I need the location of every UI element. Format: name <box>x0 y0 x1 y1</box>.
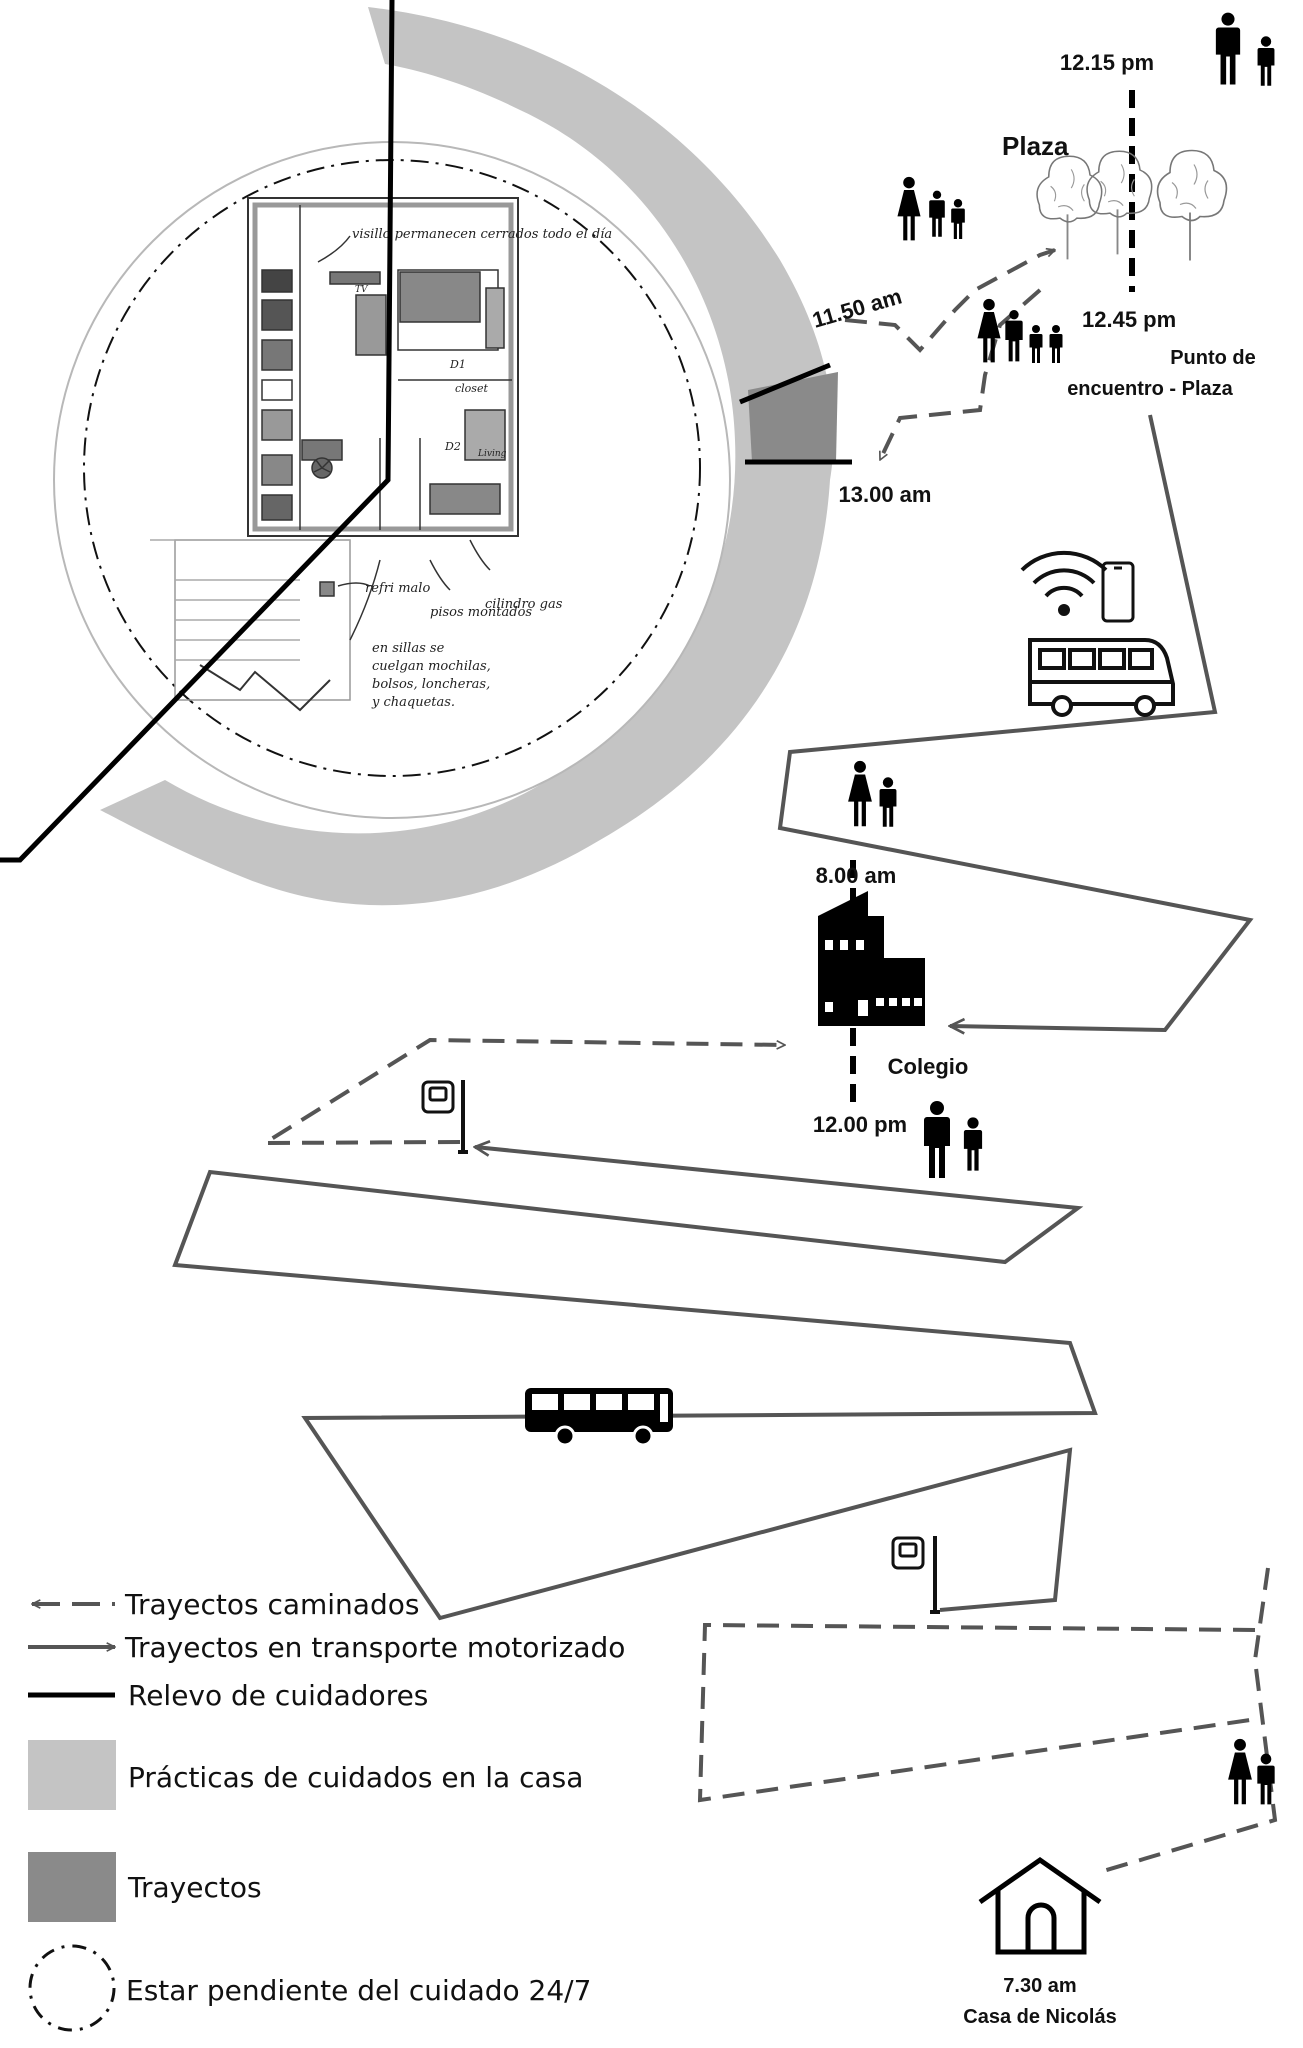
person-man-icon <box>924 1101 950 1178</box>
note-tv: TV <box>355 285 369 295</box>
time-poles <box>850 90 1135 1110</box>
person-man-icon <box>1215 12 1241 85</box>
legend-pendiente-label: Estar pendiente del cuidado 24/7 <box>126 1974 591 2007</box>
note-sillas-4: y chaquetas. <box>371 695 455 710</box>
time-1200: 12.00 pm <box>813 1112 907 1137</box>
person-man-icon <box>929 190 945 237</box>
walked-routes <box>257 250 1278 1874</box>
person-child-icon <box>1029 325 1043 363</box>
legend-walked-label: Trayectos caminados <box>124 1588 419 1621</box>
bus-icon <box>525 1388 673 1447</box>
person-child-icon <box>879 777 897 827</box>
person-child-icon <box>1049 325 1063 363</box>
label-plaza: Plaza <box>1002 131 1069 161</box>
legend-walked: Trayectos caminados <box>32 1588 419 1621</box>
person-child-icon <box>1257 1753 1275 1805</box>
legend-motor: Trayectos en transporte motorizado <box>28 1631 625 1664</box>
care-ring-light <box>100 7 834 906</box>
legend-trayectos: Trayectos <box>28 1852 262 1922</box>
diagram-labels: Plaza 12.15 pm 11.50 am 12.45 pm Punto d… <box>809 50 1255 2028</box>
note-cilindro: cilindro gas <box>485 597 563 612</box>
time-1300: 13.00 am <box>839 482 932 507</box>
note-refri: refri malo <box>365 581 430 596</box>
legend-pendiente: Estar pendiente del cuidado 24/7 <box>28 1944 591 2032</box>
relevo-lines <box>0 0 852 863</box>
legend-trayectos-label: Trayectos <box>127 1871 262 1904</box>
house-icon <box>978 1856 1102 1955</box>
bus-stop-icon <box>421 1080 468 1154</box>
label-punto-1: Punto de <box>1170 347 1256 369</box>
floor-plan-notes: visillo permanecen cerrados todo el día … <box>352 227 612 710</box>
note-sillas-3: bolsos, loncheras, <box>372 677 490 692</box>
person-woman-icon <box>977 298 1001 363</box>
note-visillo: visillo permanecen cerrados todo el día <box>352 227 612 242</box>
note-d1: D1 <box>449 358 466 371</box>
school-building-icon <box>818 891 925 1026</box>
phone-icon <box>1101 561 1135 623</box>
legend-relevo: Relevo de cuidadores <box>28 1679 428 1712</box>
time-800: 8.00 am <box>816 863 897 888</box>
note-living: Living <box>477 449 507 459</box>
legend-relevo-label: Relevo de cuidadores <box>128 1679 428 1712</box>
person-woman-icon <box>848 760 872 827</box>
legend-motor-label: Trayectos en transporte motorizado <box>124 1631 625 1664</box>
legend-practicas-label: Prácticas de cuidados en la casa <box>128 1761 583 1794</box>
note-closet: closet <box>455 382 488 395</box>
casa-time: 7.30 am <box>1003 1975 1076 1997</box>
van-icon <box>1028 638 1175 717</box>
time-1245: 12.45 pm <box>1082 307 1176 332</box>
person-child-icon <box>951 199 965 239</box>
note-sillas-2: cuelgan mochilas, <box>372 659 491 674</box>
bus-stop-icon <box>891 1536 940 1614</box>
casa-name: Casa de Nicolás <box>963 2006 1116 2028</box>
floor-plan-sketch <box>150 197 519 712</box>
care-ring-trayecto-segment <box>748 372 838 462</box>
wifi-icon <box>1020 550 1108 616</box>
person-woman-icon <box>1228 1738 1252 1805</box>
label-colegio: Colegio <box>888 1054 969 1079</box>
label-punto-2: encuentro - Plaza <box>1067 378 1233 400</box>
legend-practicas: Prácticas de cuidados en la casa <box>28 1740 583 1810</box>
time-1215: 12.15 pm <box>1060 50 1154 75</box>
legend: Trayectos caminados Trayectos en transpo… <box>28 1588 625 2032</box>
note-pisos: pisos montados <box>430 605 532 620</box>
motorized-routes <box>172 414 1254 1621</box>
person-child-icon <box>1257 36 1275 86</box>
note-d2: D2 <box>444 440 461 453</box>
person-child-icon <box>963 1117 983 1171</box>
person-woman-icon <box>897 176 921 241</box>
note-sillas-1: en sillas se <box>372 641 445 656</box>
